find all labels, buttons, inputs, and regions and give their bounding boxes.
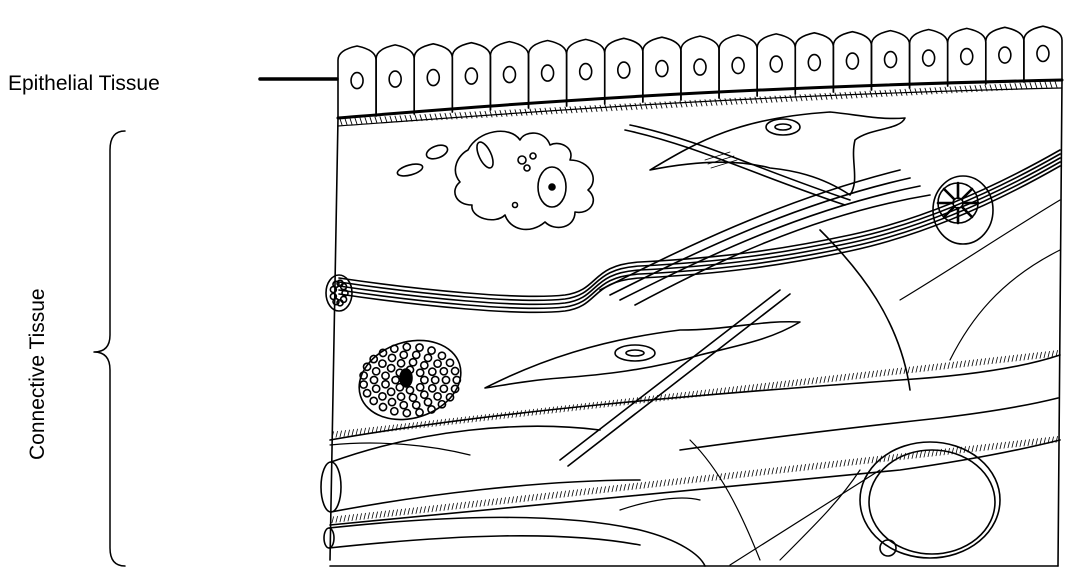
reticular-fibers [330, 200, 1060, 565]
epithelial-cell [948, 28, 986, 86]
cell-nucleus [1037, 46, 1049, 62]
epithelial-cell [795, 33, 833, 94]
cell-nucleus [351, 73, 363, 89]
cell-nucleus [732, 58, 744, 74]
epithelial-cell [414, 44, 452, 114]
epithelial-cell [757, 34, 795, 96]
collagen-fiber-bundle-upper [339, 150, 1060, 312]
epithelial-cell [719, 35, 757, 98]
basement-membrane [338, 80, 1062, 126]
epithelial-cell [871, 31, 909, 90]
epithelial-cell [643, 37, 681, 102]
cell-nucleus [503, 67, 515, 83]
cell-nucleus [923, 50, 935, 66]
epithelial-cell [452, 43, 490, 112]
epithelial-cell [986, 27, 1024, 84]
tissue-layer-lower [330, 398, 1060, 525]
connective-tissue-brace [94, 131, 125, 566]
cell-nucleus [846, 53, 858, 69]
adipocyte [860, 442, 1000, 558]
cell-nucleus [961, 49, 973, 65]
epithelial-cell-row [338, 26, 1062, 118]
epithelial-cell [376, 45, 414, 116]
blood-vessel [321, 426, 705, 566]
epithelial-cell [910, 30, 948, 89]
epithelial-cell [338, 46, 376, 118]
epithelial-cell [833, 32, 871, 92]
fibroblast-cell-upper [625, 112, 905, 205]
epithelial-cell [1024, 26, 1062, 82]
cell-nucleus [389, 71, 401, 87]
cell-nucleus [770, 56, 782, 72]
epithelial-cell [490, 42, 528, 110]
elastic-fibers-diagonal [560, 170, 930, 466]
cell-nucleus [427, 70, 439, 86]
fat-cell-cluster [349, 328, 471, 432]
cell-nucleus [999, 47, 1011, 63]
cell-nucleus [542, 65, 554, 81]
collagen-fiber-bundle-end [326, 275, 352, 311]
cell-nucleus [656, 61, 668, 77]
epithelial-cell [567, 39, 605, 106]
tissue-layer-middle [330, 350, 1060, 440]
cell-nucleus [580, 64, 592, 80]
epithelial-cell [529, 41, 567, 109]
diagram-frame [330, 80, 1062, 566]
cell-nucleus [694, 59, 706, 75]
cell-nucleus [885, 52, 897, 68]
epithelial-cell [605, 38, 643, 104]
macrophage-cell [396, 131, 593, 229]
cell-nucleus [465, 68, 477, 84]
cell-nucleus [808, 55, 820, 71]
fibroblast-cell-middle [485, 322, 800, 388]
cell-nucleus [618, 62, 630, 78]
epithelial-cell [681, 36, 719, 100]
